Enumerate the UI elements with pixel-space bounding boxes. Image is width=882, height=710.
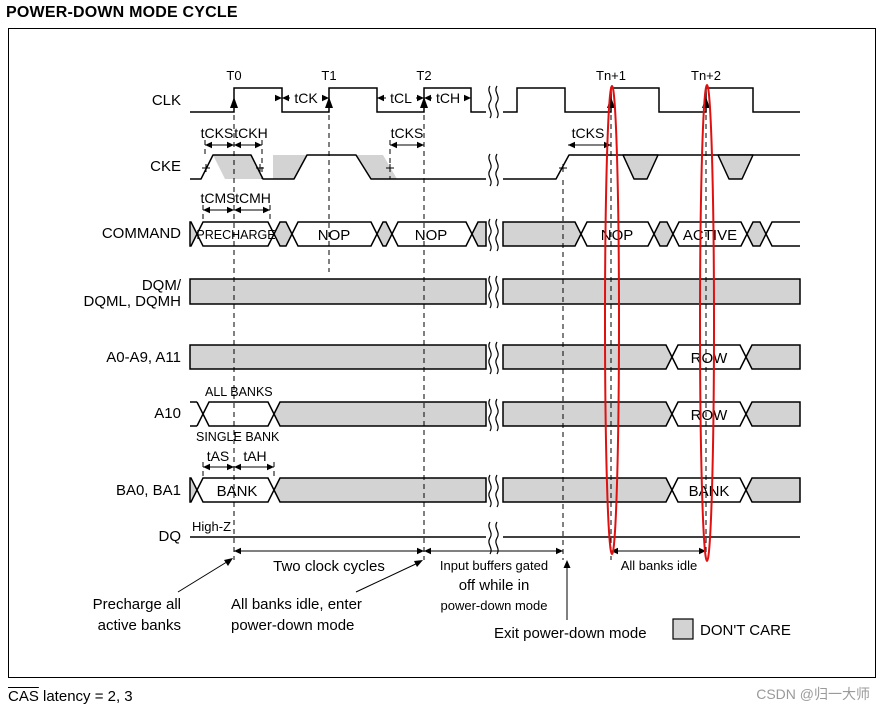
param-tas: tAS (207, 448, 230, 464)
clock-label-t1: T1 (321, 68, 336, 83)
span-input-buffers-2: off while in (459, 577, 530, 594)
note-precharge-line1: Precharge all (93, 596, 181, 613)
clk-label: CLK (152, 92, 181, 109)
param-tcks-3: tCKS (572, 125, 605, 141)
span-two-clock-cycles: Two clock cycles (273, 558, 385, 575)
a10-all-banks: ALL BANKS (205, 385, 273, 399)
ba-label: BA0, BA1 (116, 482, 181, 499)
legend-dont-care: DON'T CARE (672, 618, 791, 640)
dq-label: DQ (159, 528, 182, 545)
dq-high-z: High-Z (192, 519, 231, 534)
ba-bank-2: BANK (689, 483, 730, 500)
note-enter-line1: All banks idle, enter (231, 596, 362, 613)
timing-diagram: CLK CKE COMMAND DQM/ DQML, DQMH A0-A9, A… (84, 68, 801, 642)
dqm-label-line1: DQM/ (142, 277, 182, 294)
param-tckh: tCKH (234, 125, 267, 141)
param-tcl: tCL (390, 90, 412, 106)
note-exit: Exit power-down mode (494, 625, 647, 642)
span-input-buffers-1: Input buffers gated (440, 558, 548, 573)
legend-swatch (672, 618, 694, 640)
diagram-title: POWER-DOWN MODE CYCLE (6, 4, 238, 21)
cmd-precharge: PRECHARGE (196, 228, 275, 242)
timing-reference-lines (202, 115, 707, 560)
footnote-cas: CAS (8, 688, 39, 705)
clock-label-t0: T0 (226, 68, 241, 83)
param-tcmh: tCMH (235, 190, 271, 206)
addr-label: A0-A9, A11 (106, 349, 181, 366)
note-precharge-line2: active banks (98, 617, 181, 634)
ba-bus (189, 477, 801, 503)
span-all-banks-idle: All banks idle (621, 558, 698, 573)
command-label: COMMAND (102, 225, 181, 242)
footnote: CAS latency = 2, 3 (8, 688, 133, 705)
span-input-buffers-3: power-down mode (441, 598, 548, 613)
clock-label-tn1: Tn+1 (596, 68, 626, 83)
note-enter-line2: power-down mode (231, 617, 354, 634)
clock-label-tn2: Tn+2 (691, 68, 721, 83)
a10-bus (190, 401, 801, 427)
param-tah: tAH (243, 448, 266, 464)
addr-bus (189, 344, 801, 370)
clk-waveform (190, 87, 800, 113)
addr-row: ROW (691, 350, 729, 367)
cke-label: CKE (150, 158, 181, 175)
a10-label: A10 (154, 405, 181, 422)
dqm-label-line2: DQML, DQMH (84, 293, 182, 310)
clock-label-t2: T2 (416, 68, 431, 83)
command-bus (189, 221, 800, 247)
a10-single-bank: SINGLE BANK (196, 430, 280, 444)
footnote-rest: latency = 2, 3 (38, 688, 133, 705)
cke-waveform (190, 154, 800, 180)
time-break-marks (488, 85, 499, 555)
a10-row: ROW (691, 407, 729, 424)
param-tcms: tCMS (201, 190, 236, 206)
cmd-active: ACTIVE (683, 227, 737, 244)
diagram-frame (8, 28, 876, 678)
cmd-nop-1: NOP (318, 227, 351, 244)
param-tcks-1: tCKS (201, 125, 234, 141)
cmd-nop-2: NOP (415, 227, 448, 244)
ba-bank: BANK (217, 483, 258, 500)
param-tch: tCH (436, 90, 460, 106)
param-tck: tCK (294, 90, 318, 106)
param-tcks-2: tCKS (391, 125, 424, 141)
red-annotation-ellipses (604, 84, 715, 562)
cmd-nop-3: NOP (601, 227, 634, 244)
watermark: CSDN @归一大师 (756, 686, 870, 702)
dqm-bus (189, 278, 801, 305)
legend-dont-care-label: DON'T CARE (700, 622, 791, 639)
